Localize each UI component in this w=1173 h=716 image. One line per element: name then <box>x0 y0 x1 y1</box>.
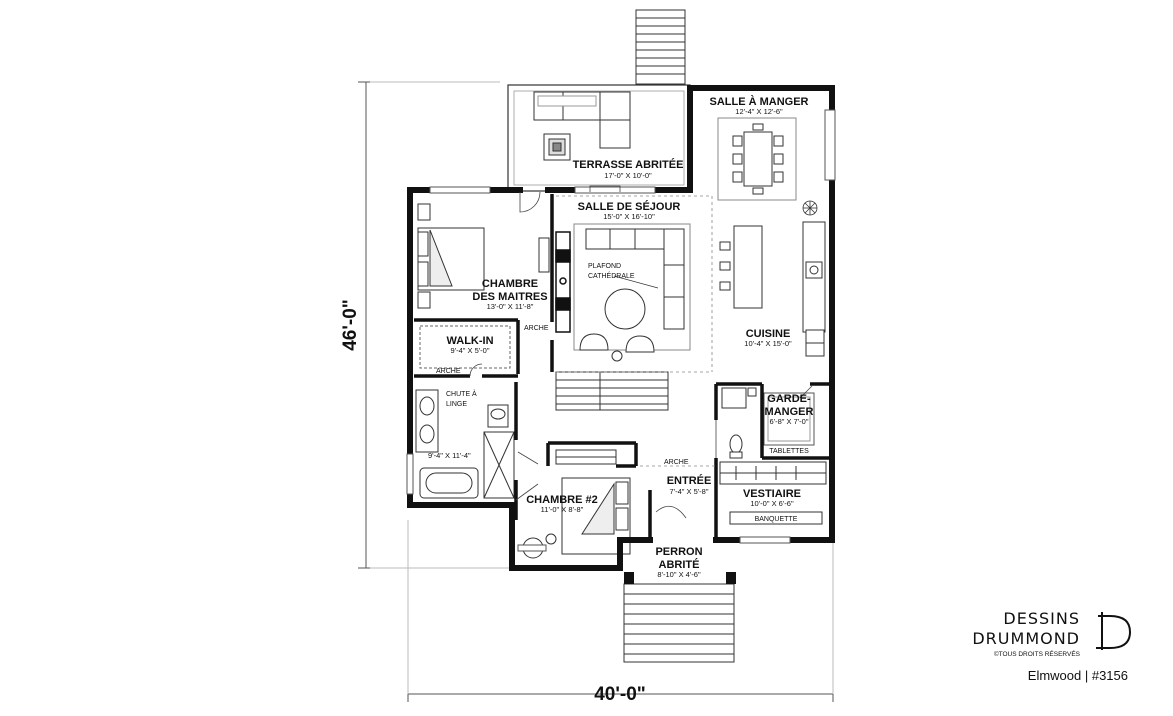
brand-logo-icon <box>1096 612 1132 650</box>
porch-post-left <box>624 572 634 584</box>
label-vestiaire: VESTIAIRE <box>743 488 801 500</box>
label-cuisine: CUISINE <box>746 328 791 340</box>
porch-post-right <box>726 572 736 584</box>
label-chambre-maitres-2: DES MAITRES <box>472 291 547 303</box>
windows <box>406 109 836 552</box>
interior-walls <box>414 194 830 540</box>
rear-stairs <box>635 9 686 85</box>
depth-dimension-line <box>358 81 520 569</box>
dim-vestiaire: 10'-0" X 6'-6" <box>750 499 794 508</box>
dining-table <box>717 117 797 201</box>
note-chute-2: LINGE <box>446 401 467 408</box>
dim-garde-manger: 6'-8" X 7'-0" <box>769 417 808 426</box>
brand-copyright: ©TOUS DROITS RÉSERVÉS <box>994 649 1081 658</box>
coffee-table <box>604 288 646 330</box>
depth-dimension: 46'-0" <box>340 299 361 351</box>
note-banquette: BANQUETTE <box>755 516 798 523</box>
label-chambre-maitres-1: CHAMBRE <box>482 278 538 290</box>
model-name: Elmwood | #3156 <box>1028 668 1128 683</box>
brand-line-1: DESSINS <box>1003 609 1080 628</box>
kitchen-island <box>719 225 763 309</box>
dim-perron: 8'-10" X 4'-6" <box>657 570 701 579</box>
powder-room <box>721 387 757 459</box>
dim-chambre2: 11'-0" X 8'-8" <box>541 505 584 514</box>
note-arche-bath: ARCHE <box>436 368 461 375</box>
label-garde-manger-2: MANGER <box>765 406 814 418</box>
plant-icon <box>802 200 818 216</box>
kitchen-counter <box>802 221 826 357</box>
terrasse-table <box>543 133 571 161</box>
label-sejour: SALLE DE SÉJOUR <box>578 200 681 213</box>
front-stairs <box>623 583 735 663</box>
label-perron-1: PERRON <box>655 546 702 558</box>
note-tablettes: TABLETTES <box>769 448 809 455</box>
master-bed <box>417 203 485 309</box>
dim-cuisine: 10'-4" X 15'-0" <box>744 339 792 348</box>
arch-lines <box>556 195 716 467</box>
dim-chambre-maitres: 13'-0" X 11'-8" <box>487 302 534 311</box>
note-arche-master: ARCHE <box>524 325 549 332</box>
fireplace <box>555 231 571 333</box>
dim-sejour: 15'-0" X 16'-10" <box>603 212 655 221</box>
label-garde-manger-1: GARDE- <box>767 393 811 405</box>
width-dimension: 40'-0" <box>594 684 646 705</box>
walk-in-shelving <box>419 325 511 369</box>
label-entree: ENTRÉE <box>667 474 712 487</box>
master-dresser <box>538 237 550 273</box>
note-chute-1: CHUTE À <box>446 389 477 398</box>
interior-stairs <box>555 371 669 411</box>
dim-salle-bain: 9'-4" X 11'-4" <box>428 451 471 460</box>
note-arche-entree: ARCHE <box>664 459 689 466</box>
dim-salle-a-manger: 12'-4" X 12'-6" <box>735 107 783 116</box>
label-perron-2: ABRITÉ <box>659 558 700 571</box>
width-dimension-line <box>407 520 834 702</box>
pantry-shelves <box>763 392 815 446</box>
bathroom-fixtures <box>415 389 515 499</box>
label-salle-a-manger: SALLE À MANGER <box>710 95 809 108</box>
vestiaire-closet <box>719 461 827 525</box>
dim-walk-in: 9'-4" X 5'-0" <box>450 346 489 355</box>
brand-block: DESSINS DRUMMOND ©TOUS DROITS RÉSERVÉS E… <box>972 609 1132 683</box>
label-terrasse: TERRASSE ABRITÉE <box>573 158 684 171</box>
plafond-leader <box>613 275 659 289</box>
label-walk-in: WALK-IN <box>446 335 493 347</box>
dim-entree: 7'-4" X 5'-8" <box>669 487 708 496</box>
doors <box>469 185 813 519</box>
brand-line-2: DRUMMOND <box>972 629 1080 648</box>
living-sofa <box>573 223 691 351</box>
terrasse-sofa <box>533 91 631 149</box>
living-chairs <box>579 333 655 362</box>
note-plafond-1: PLAFOND <box>588 263 621 270</box>
dim-terrasse: 17'-0" X 10'-0" <box>604 171 652 180</box>
note-plafond-2: CATHÉDRALE <box>588 271 635 280</box>
label-chambre2: CHAMBRE #2 <box>526 494 598 506</box>
